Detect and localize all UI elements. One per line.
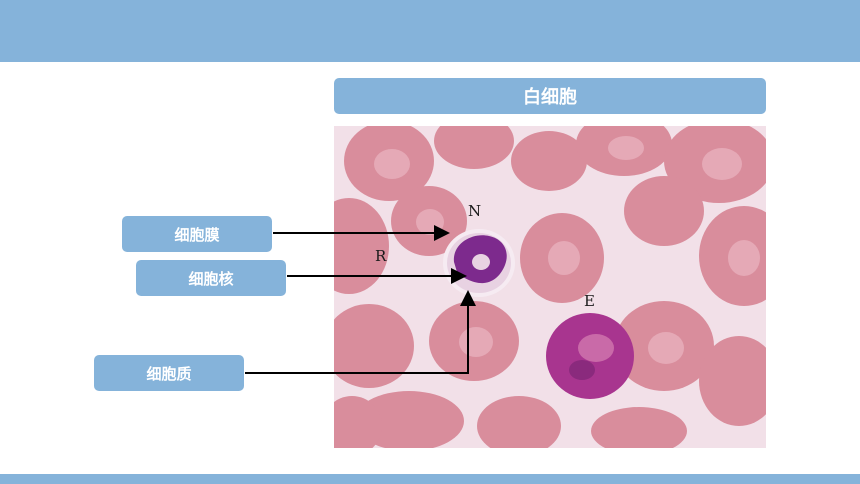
slide-title: 白细胞 bbox=[334, 78, 766, 114]
label-cytoplasm-text: 细胞质 bbox=[146, 364, 192, 383]
micrograph-image: N R E bbox=[334, 126, 766, 448]
label-nucleus: 细胞核 bbox=[136, 260, 286, 296]
label-cell-membrane: 细胞膜 bbox=[122, 216, 272, 252]
label-cytoplasm: 细胞质 bbox=[94, 355, 244, 391]
micrograph-letter-e: E bbox=[584, 292, 595, 310]
label-cell-membrane-text: 细胞膜 bbox=[174, 225, 220, 244]
header-bar bbox=[0, 0, 860, 62]
label-nucleus-text: 细胞核 bbox=[188, 269, 234, 288]
micrograph-letter-n: N bbox=[468, 202, 481, 220]
blood-smear-micrograph: N R E bbox=[334, 126, 766, 448]
slide-title-text: 白细胞 bbox=[523, 87, 577, 108]
footer-bar bbox=[0, 474, 860, 484]
micrograph-letter-r: R bbox=[375, 247, 387, 265]
